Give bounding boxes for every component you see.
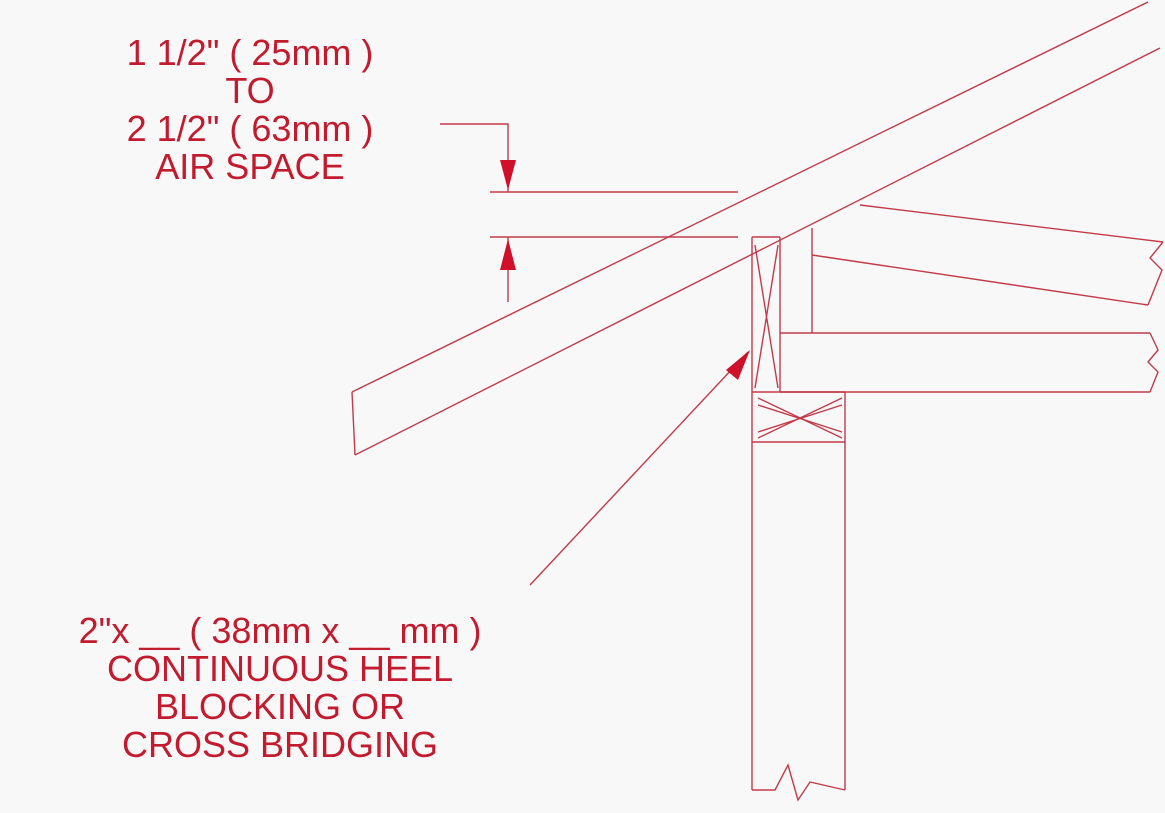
air-space-label-line3: 2 1/2" ( 63mm )	[126, 108, 374, 149]
heel-label-line1: 2"x __ ( 38mm x __ mm )	[78, 610, 482, 651]
air-space-arrow-up	[500, 239, 516, 270]
horizontal-joist	[780, 333, 1158, 392]
heel-blocking-label: 2"x __ ( 38mm x __ mm ) CONTINUOUS HEEL …	[10, 612, 550, 764]
heel-leader-arrow	[726, 350, 750, 380]
heel-label-line4: CROSS BRIDGING	[121, 724, 439, 765]
air-space-label-line1: 1 1/2" ( 25mm )	[126, 32, 374, 73]
wall-stud	[752, 392, 845, 800]
heel-blocking	[752, 237, 780, 392]
heel-leader-line	[530, 352, 748, 585]
heel-label-line2: CONTINUOUS HEEL	[106, 648, 454, 689]
air-space-label: 1 1/2" ( 25mm ) TO 2 1/2" ( 63mm ) AIR S…	[60, 34, 440, 186]
cross-bridging	[752, 392, 845, 442]
air-space-label-line2: TO	[225, 70, 275, 111]
upper-joist	[812, 205, 1163, 305]
air-space-label-line4: AIR SPACE	[155, 146, 345, 187]
heel-label-line3: BLOCKING OR	[154, 686, 406, 727]
roof-rafter	[352, 2, 1160, 455]
air-space-arrow-down	[500, 160, 516, 190]
